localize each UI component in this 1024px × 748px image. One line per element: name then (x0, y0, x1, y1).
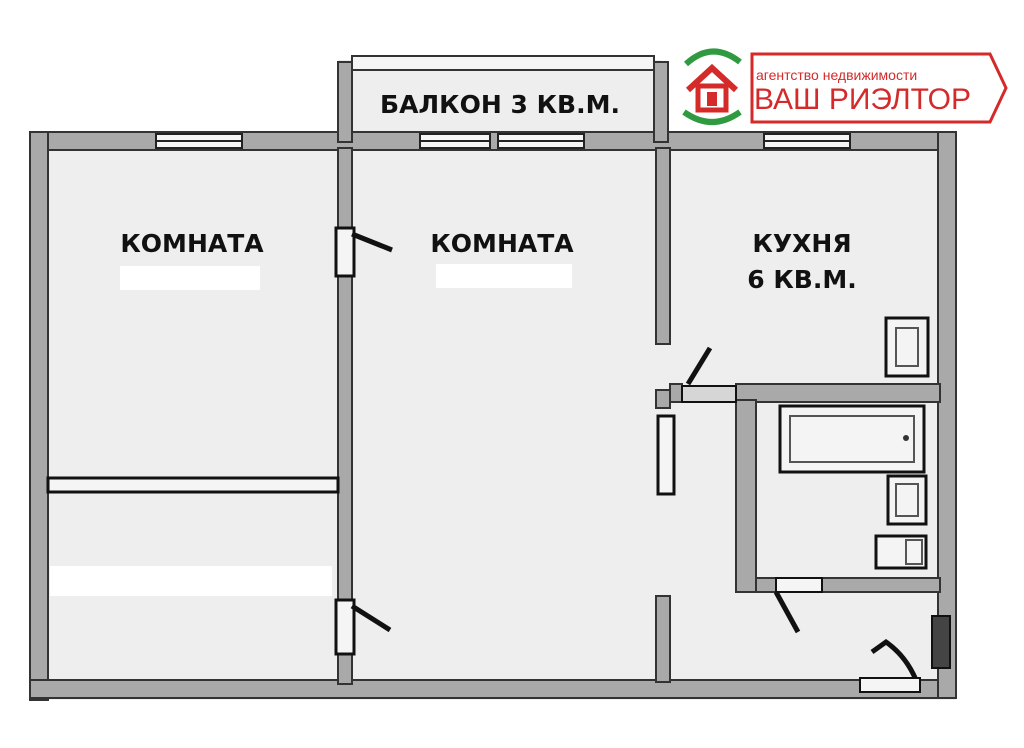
logo-name: ВАШ РИЭЛТОР (754, 83, 971, 116)
room-left-label: КОМНАТА (120, 229, 264, 258)
realtor-logo: агентство недвижимости ВАШ РИЭЛТОР (682, 48, 1008, 125)
doors (334, 226, 951, 693)
windows (155, 133, 851, 149)
partition-line (46, 476, 340, 494)
kitchen-area-label: 6 КВ.М. (747, 265, 856, 294)
house-with-hands-icon (682, 48, 742, 125)
balcony-walls (337, 55, 669, 143)
balcony-label: БАЛКОН 3 КВ.М. (380, 90, 620, 119)
outer-walls (29, 131, 957, 701)
toilet (874, 534, 928, 570)
interior-walls (337, 147, 941, 685)
redaction-patch (120, 266, 260, 290)
kitchen-sink (884, 316, 930, 378)
kitchen-label: КУХНЯ (752, 229, 851, 258)
logo-tagline: агентство недвижимости (756, 67, 917, 83)
room-middle-label: КОМНАТА (430, 229, 574, 258)
fixtures (778, 316, 930, 570)
balcony-floor (338, 60, 662, 140)
redaction-patch (436, 264, 572, 288)
redaction-patch (50, 566, 332, 596)
